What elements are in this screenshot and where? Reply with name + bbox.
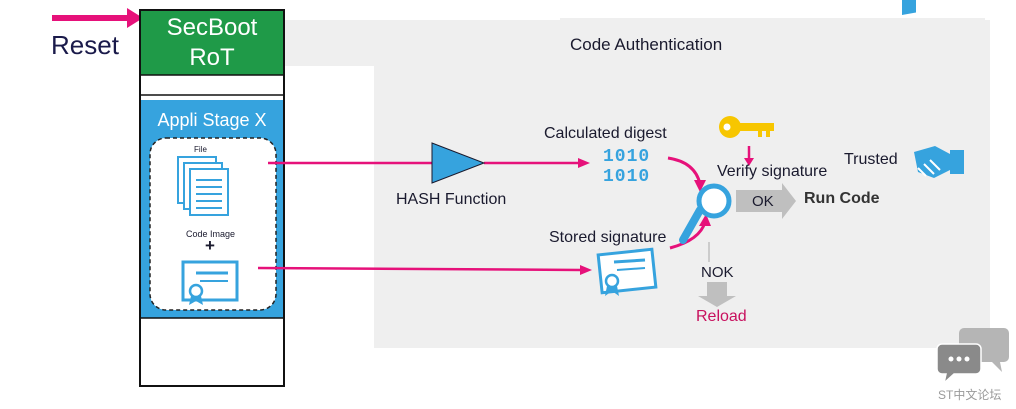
chat-bubble-icon <box>936 328 1009 386</box>
key-icon <box>719 116 774 138</box>
handshake-icon <box>902 0 964 178</box>
stored-signature-icon <box>596 247 658 296</box>
digest-bits-row2: 1010 <box>603 167 651 187</box>
appli-stage-label: Appli Stage X <box>157 110 267 130</box>
hash-to-digest-arrow <box>484 158 590 168</box>
ok-label: OK <box>752 193 774 210</box>
code-image-label: Code Image <box>186 229 236 239</box>
certificate-icon <box>181 260 239 305</box>
file-label: File <box>194 145 207 154</box>
digest-bits-row1: 1010 <box>603 147 651 167</box>
document-stack-icon <box>177 156 229 216</box>
rot-label: RoT <box>189 44 235 71</box>
stored-signature-label: Stored signature <box>549 229 667 246</box>
reload-label: Reload <box>696 308 747 325</box>
watermark-label: ST中文论坛 <box>938 388 1002 402</box>
certificate-to-stored-arrow <box>257 265 592 275</box>
hash-function-triangle <box>431 142 486 184</box>
calculated-digest-label: Calculated digest <box>544 125 667 142</box>
nok-arrow <box>698 242 736 307</box>
section-title: Code Authentication <box>570 35 723 54</box>
verify-signature-label: Verify signature <box>717 163 828 180</box>
nok-label: NOK <box>701 264 734 281</box>
secboot-label: SecBoot <box>166 14 258 41</box>
trusted-label: Trusted <box>844 151 898 168</box>
ok-arrow <box>736 183 796 219</box>
authentication-panel <box>283 20 990 348</box>
reset-label: Reset <box>51 30 119 60</box>
run-code-label: Run Code <box>804 190 880 207</box>
secboot-block <box>141 11 283 75</box>
hash-function-label: HASH Function <box>396 191 507 208</box>
reset-arrow <box>52 8 143 28</box>
magnifier-icon <box>679 183 732 244</box>
plus-sign: + <box>205 236 215 255</box>
